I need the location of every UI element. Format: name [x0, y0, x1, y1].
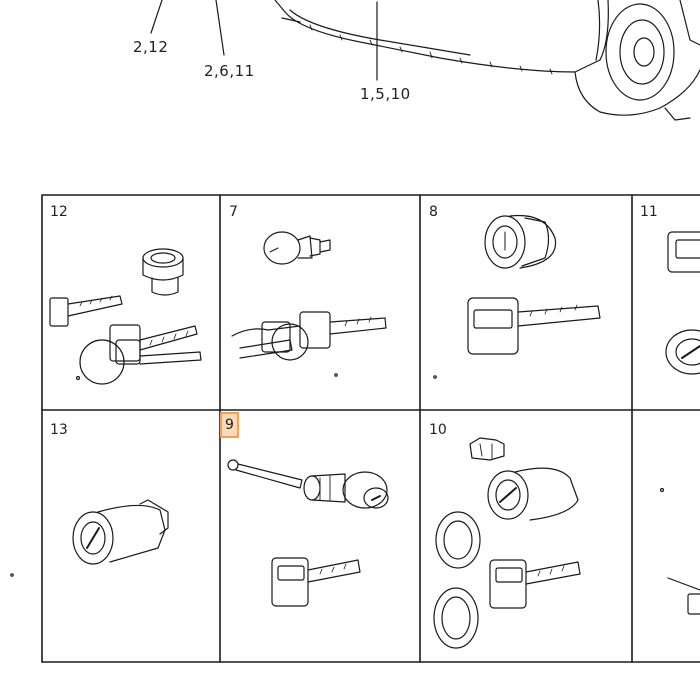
- car-body-drawing: [275, 0, 700, 120]
- cell-7-drawing: [232, 232, 386, 376]
- parts-grid: [42, 195, 700, 662]
- stray-dot: [11, 574, 13, 576]
- cell-10-drawing: [434, 438, 580, 648]
- cell-11-drawing: [666, 232, 700, 374]
- cell-12-drawing: [50, 249, 201, 384]
- cell-8-drawing: [434, 215, 600, 378]
- cell-13-drawing: [73, 500, 168, 564]
- leader-line-2-6-11: [216, 0, 224, 55]
- leader-line-2-12: [151, 0, 162, 33]
- cell-9-drawing: [228, 460, 388, 606]
- cell-11-lower-drawing: [661, 489, 700, 615]
